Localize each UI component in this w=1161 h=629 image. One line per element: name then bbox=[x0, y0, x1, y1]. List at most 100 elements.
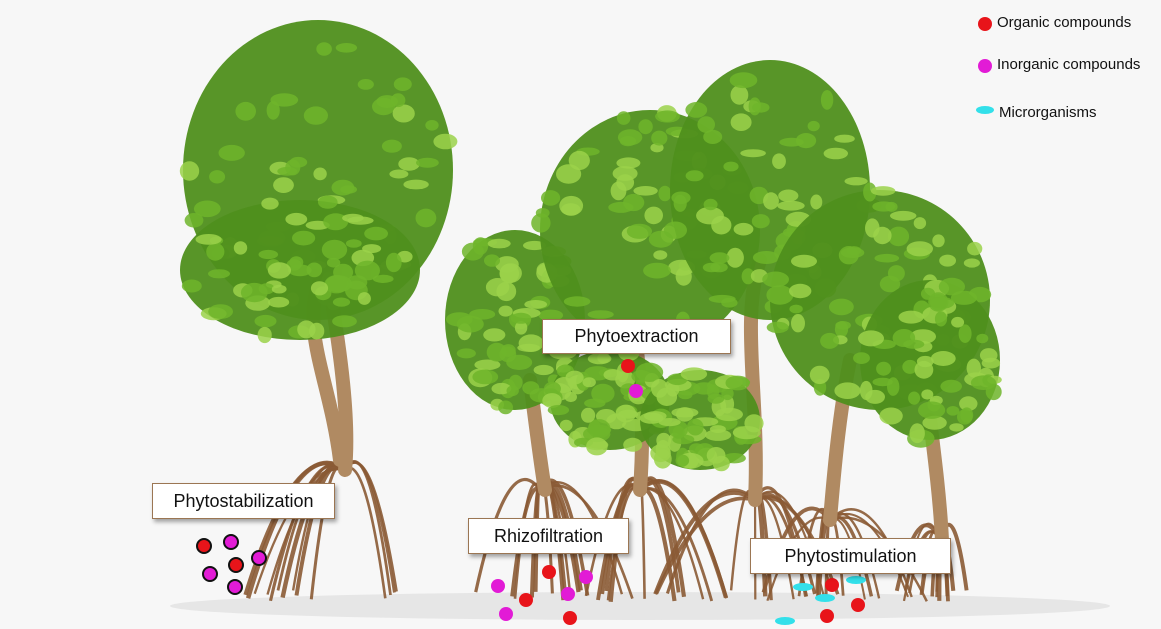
leaf-cluster bbox=[219, 145, 245, 161]
inorganic-compound-marker bbox=[203, 567, 217, 581]
leaf-cluster bbox=[971, 375, 996, 390]
leaf-cluster bbox=[752, 102, 769, 112]
leaf-cluster bbox=[703, 130, 722, 144]
leaf-cluster bbox=[318, 196, 338, 209]
leaf-cluster bbox=[810, 366, 830, 384]
leaf-cluster bbox=[261, 198, 278, 210]
leaf-cluster bbox=[734, 223, 754, 236]
leaf-cluster bbox=[704, 199, 718, 210]
organic-compound-marker bbox=[563, 611, 577, 625]
leaf-cluster bbox=[808, 121, 820, 131]
inorganic-compound-marker bbox=[629, 384, 643, 398]
leaf-cluster bbox=[853, 352, 870, 364]
leaf-cluster bbox=[664, 222, 687, 239]
leaf-cluster bbox=[766, 285, 793, 305]
leaf-cluster bbox=[967, 242, 982, 256]
leaf-cluster bbox=[710, 263, 728, 273]
leaf-cluster bbox=[541, 190, 560, 206]
leaf-cluster bbox=[858, 330, 884, 346]
organic-compound-marker bbox=[197, 539, 211, 553]
leaf-cluster bbox=[623, 438, 642, 452]
leaf-cluster bbox=[536, 208, 550, 218]
legend-item-microorganisms: Microrganisms bbox=[975, 96, 1155, 138]
leaf-cluster bbox=[871, 186, 896, 196]
leaf-cluster bbox=[500, 264, 520, 284]
leaf-cluster bbox=[268, 262, 291, 278]
leaf-cluster bbox=[879, 408, 902, 425]
leaf-cluster bbox=[731, 85, 749, 104]
leaf-cluster bbox=[613, 166, 638, 181]
leaf-cluster bbox=[416, 209, 437, 228]
leaf-cluster bbox=[559, 196, 583, 216]
leaf-cluster bbox=[976, 334, 988, 344]
leaf-cluster bbox=[507, 386, 519, 397]
leaf-cluster bbox=[753, 251, 780, 264]
leaf-cluster bbox=[653, 250, 667, 259]
leaf-cluster bbox=[588, 353, 612, 364]
leaf-cluster bbox=[791, 314, 805, 332]
leaf-cluster bbox=[394, 77, 412, 91]
leaf-cluster bbox=[633, 186, 657, 196]
leaf-cluster bbox=[960, 407, 973, 422]
leaf-cluster bbox=[285, 160, 300, 176]
leaf-cluster bbox=[469, 309, 495, 320]
leaf-cluster bbox=[498, 401, 513, 415]
leaf-cluster bbox=[686, 170, 704, 181]
legend-item-inorganic: Inorganic compounds bbox=[975, 54, 1155, 96]
leaf-cluster bbox=[687, 419, 704, 436]
leaf-cluster bbox=[841, 247, 864, 258]
inorganic-compound-marker bbox=[228, 580, 242, 594]
leaf-cluster bbox=[255, 315, 277, 327]
organic-compound-marker bbox=[542, 565, 556, 579]
leaf-cluster bbox=[182, 280, 202, 293]
leaf-cluster bbox=[586, 437, 608, 455]
leaf-cluster bbox=[778, 190, 798, 202]
leaf-cluster bbox=[332, 315, 357, 327]
inorganic-compound-icon bbox=[975, 56, 995, 76]
leaf-cluster bbox=[534, 365, 554, 375]
leaf-cluster bbox=[810, 195, 822, 210]
leaf-cluster bbox=[772, 153, 786, 169]
microorganism-marker bbox=[846, 576, 866, 584]
leaf-cluster bbox=[484, 254, 500, 266]
leaf-cluster bbox=[824, 148, 848, 160]
leaf-cluster bbox=[888, 265, 905, 281]
leaf-cluster bbox=[433, 134, 457, 150]
leaf-cluster bbox=[333, 298, 350, 307]
leaf-cluster bbox=[511, 313, 532, 324]
phytostabilization-label: Phytostabilization bbox=[152, 483, 335, 519]
leaf-cluster bbox=[980, 348, 998, 362]
leaf-cluster bbox=[548, 405, 569, 415]
leaf-cluster bbox=[949, 423, 963, 431]
leaf-cluster bbox=[583, 377, 596, 387]
leaf-cluster bbox=[297, 320, 315, 338]
leaf-cluster bbox=[685, 102, 707, 118]
leaf-cluster bbox=[671, 192, 690, 205]
leaf-cluster bbox=[964, 258, 980, 267]
leaf-cluster bbox=[740, 149, 766, 157]
legend-label-microorganisms: Microrganisms bbox=[999, 104, 1097, 121]
leaf-cluster bbox=[564, 296, 591, 306]
leaf-cluster bbox=[915, 361, 934, 379]
leaf-cluster bbox=[752, 214, 770, 228]
leaf-cluster bbox=[457, 348, 476, 358]
leaf-cluster bbox=[872, 201, 895, 211]
leaf-cluster bbox=[789, 284, 811, 298]
leaf-cluster bbox=[346, 239, 362, 248]
leaf-cluster bbox=[733, 426, 761, 439]
leaf-cluster bbox=[358, 79, 374, 90]
leaf-cluster bbox=[834, 135, 855, 143]
leaf-cluster bbox=[710, 425, 726, 433]
leaf-cluster bbox=[234, 241, 247, 254]
leaf-cluster bbox=[194, 201, 221, 218]
leaf-cluster bbox=[209, 170, 225, 183]
organic-compound-marker bbox=[820, 609, 834, 623]
microorganism-icon bbox=[975, 98, 997, 118]
leaf-cluster bbox=[821, 90, 833, 110]
leaf-cluster bbox=[393, 105, 415, 123]
leaf-cluster bbox=[588, 310, 614, 319]
leaf-cluster bbox=[620, 136, 636, 146]
leaf-cluster bbox=[382, 140, 402, 153]
leaf-cluster bbox=[506, 355, 532, 370]
leaf-cluster bbox=[386, 253, 402, 272]
